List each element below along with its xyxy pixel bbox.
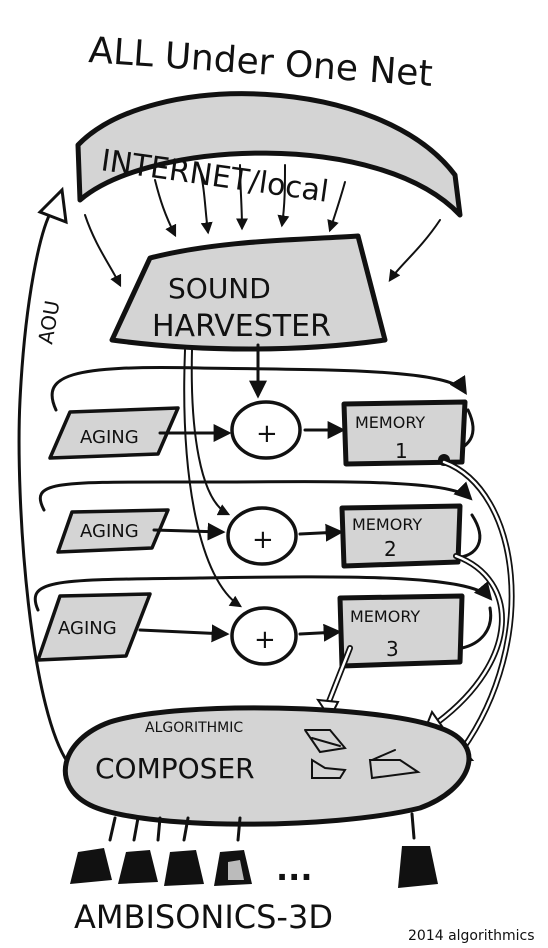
speaker-ellipsis: ... [276,850,312,888]
aging-label-3: AGING [58,618,117,639]
aging-label-1: AGING [80,427,139,448]
plus-node-2 [226,506,298,566]
memory-box-1 [341,399,468,467]
row2-loop [38,480,473,512]
internet-arrow [199,169,213,235]
speaker-cable [156,816,162,842]
speaker-icon [398,846,438,888]
internet-arrow [84,214,122,288]
row1-loop [50,366,467,412]
plus-sign-2: + [252,525,274,555]
plus-sign-1: + [256,419,278,449]
plus-sign-3: + [254,625,276,655]
speaker-highlight [228,860,244,880]
signature: 2014 algorithmics [408,928,535,944]
plus-node-1 [230,400,302,460]
scribble-icon [311,758,347,779]
memory-box-3 [337,593,465,669]
speaker-cable [236,816,242,842]
aging-box-2 [56,508,170,554]
speaker-icon [118,850,158,884]
row3-return [460,606,493,650]
aou-arrowhead [37,186,68,225]
plus-node-3 [230,606,298,666]
memory-num-2: 2 [384,537,397,561]
memory-num-1: 1 [395,439,408,463]
scribble-icon [304,729,347,754]
plus2-to-memory2 [298,523,344,542]
sound-harvester-line2: HARVESTER [152,309,331,344]
scribble-icon [368,749,421,780]
row3-loop [33,575,493,612]
aou-feedback-arrow [17,208,74,770]
composer-line1: ALGORITHMIC [145,720,243,736]
sound-harvester-box [109,233,388,352]
harvester-to-plus2 [190,349,231,516]
algorithmic-composer-shape [62,705,472,827]
plus3-to-memory3 [298,623,342,642]
aou-label: AOU [33,299,64,346]
aging-label-2: AGING [80,521,139,542]
diagram-title: ALL Under One Net [87,30,434,95]
sound-harvester-line1: SOUND [168,272,271,305]
footer-label: AMBISONICS-3D [74,898,333,936]
internet-arrow [235,164,248,231]
speaker-cable [108,816,117,842]
internet-cloud [75,91,463,218]
aging2-to-plus2 [152,522,226,541]
memory-label-3: MEMORY [350,607,420,626]
speaker-icon [70,848,112,884]
aging3-to-plus3 [138,624,230,643]
memory-num-3: 3 [386,637,399,661]
composer-line2: COMPOSER [95,752,255,785]
internet-arrow [277,164,290,228]
aging-box-3 [36,592,152,662]
internet-arrow [388,219,441,282]
memory-label-2: MEMORY [352,515,422,534]
memory-box-2 [339,503,463,569]
speaker-cable [132,816,140,842]
speaker-cable [182,816,190,842]
aging-box-1 [48,406,180,460]
internet-arrow [154,179,177,238]
speaker-cable [410,812,416,840]
harvester-to-plus3 [183,349,243,608]
speaker-icon [164,850,204,886]
memory-label-1: MEMORY [355,413,425,432]
internet-arrow [327,181,346,233]
